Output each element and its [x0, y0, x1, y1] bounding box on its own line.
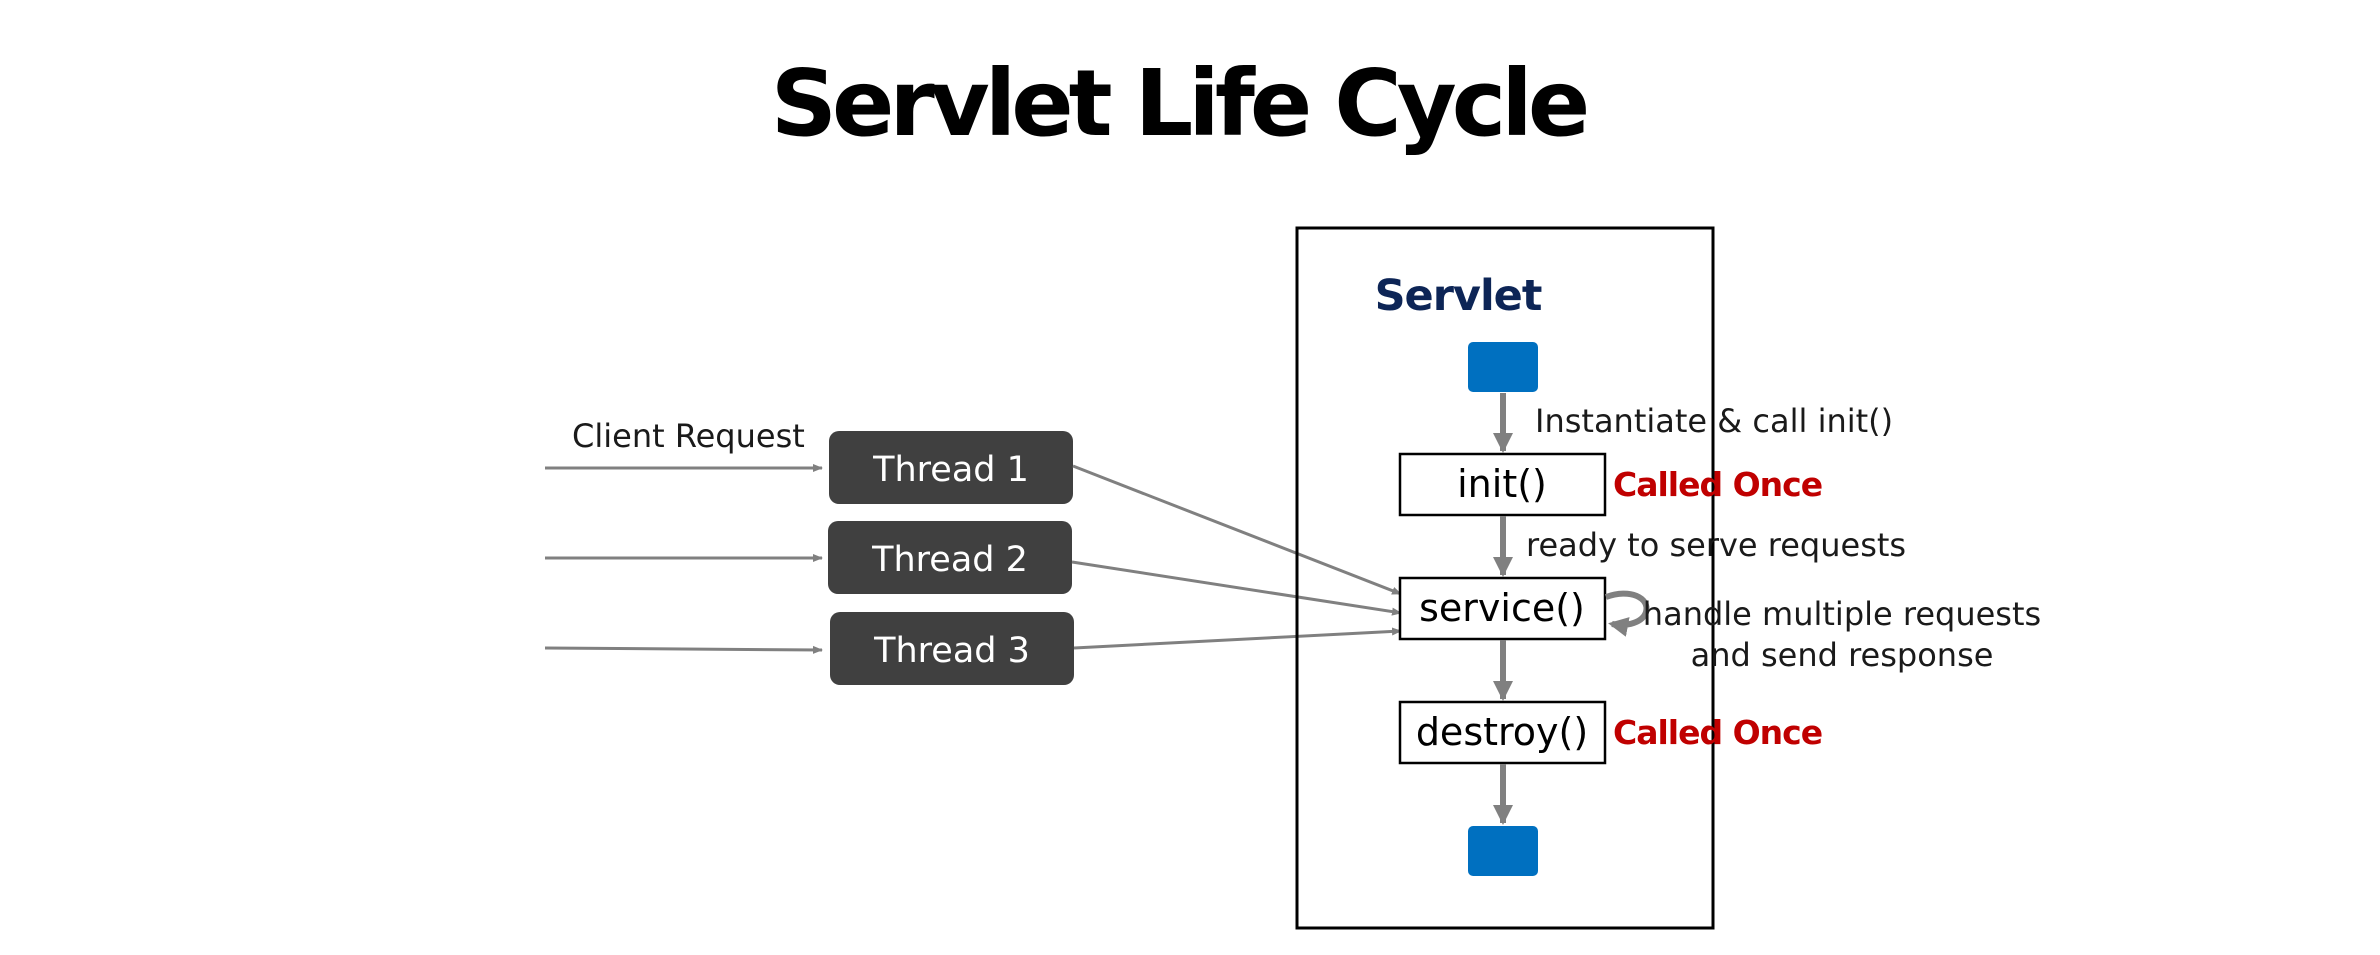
- service-method-label: service(): [1419, 586, 1585, 630]
- client-request-label: Client Request: [572, 417, 805, 455]
- thread-label: Thread 2: [871, 540, 1028, 580]
- end-node: [1468, 826, 1538, 876]
- thread-box-3: Thread 3: [830, 612, 1074, 685]
- thread-1-to-service-arrow: [1072, 464, 1402, 596]
- start-node: [1468, 342, 1538, 392]
- thread-box-1: Thread 1: [829, 431, 1073, 504]
- handle-requests-label-line-1: handle multiple requests: [1643, 595, 2041, 633]
- thread-label: Thread 3: [873, 631, 1030, 671]
- destroy-called-once-label: Called Once: [1613, 713, 1822, 752]
- thread-3-to-service-arrow: [1073, 627, 1402, 650]
- service-method-box: service(): [1398, 576, 1607, 641]
- service-self-loop-arrow: [1604, 590, 1650, 637]
- servlet-title: Servlet: [1375, 271, 1542, 321]
- request-arrow-3: [544, 645, 823, 654]
- handle-requests-label-line-2: and send response: [1691, 636, 1994, 674]
- thread-label: Thread 1: [872, 450, 1029, 490]
- thread-2-to-service-arrow: [1071, 560, 1402, 616]
- ready-label: ready to serve requests: [1526, 526, 1906, 564]
- servlet-container: [1295, 226, 1715, 930]
- init-method-label: init(): [1457, 462, 1547, 506]
- instantiate-label: Instantiate & call init(): [1535, 402, 1893, 440]
- destroy-method-box: destroy(): [1398, 700, 1607, 765]
- init-method-box: init(): [1398, 452, 1607, 517]
- init-called-once-label: Called Once: [1613, 465, 1822, 504]
- destroy-method-label: destroy(): [1416, 710, 1588, 754]
- thread-box-2: Thread 2: [828, 521, 1072, 594]
- page-title: Servlet Life Cycle: [771, 50, 1586, 157]
